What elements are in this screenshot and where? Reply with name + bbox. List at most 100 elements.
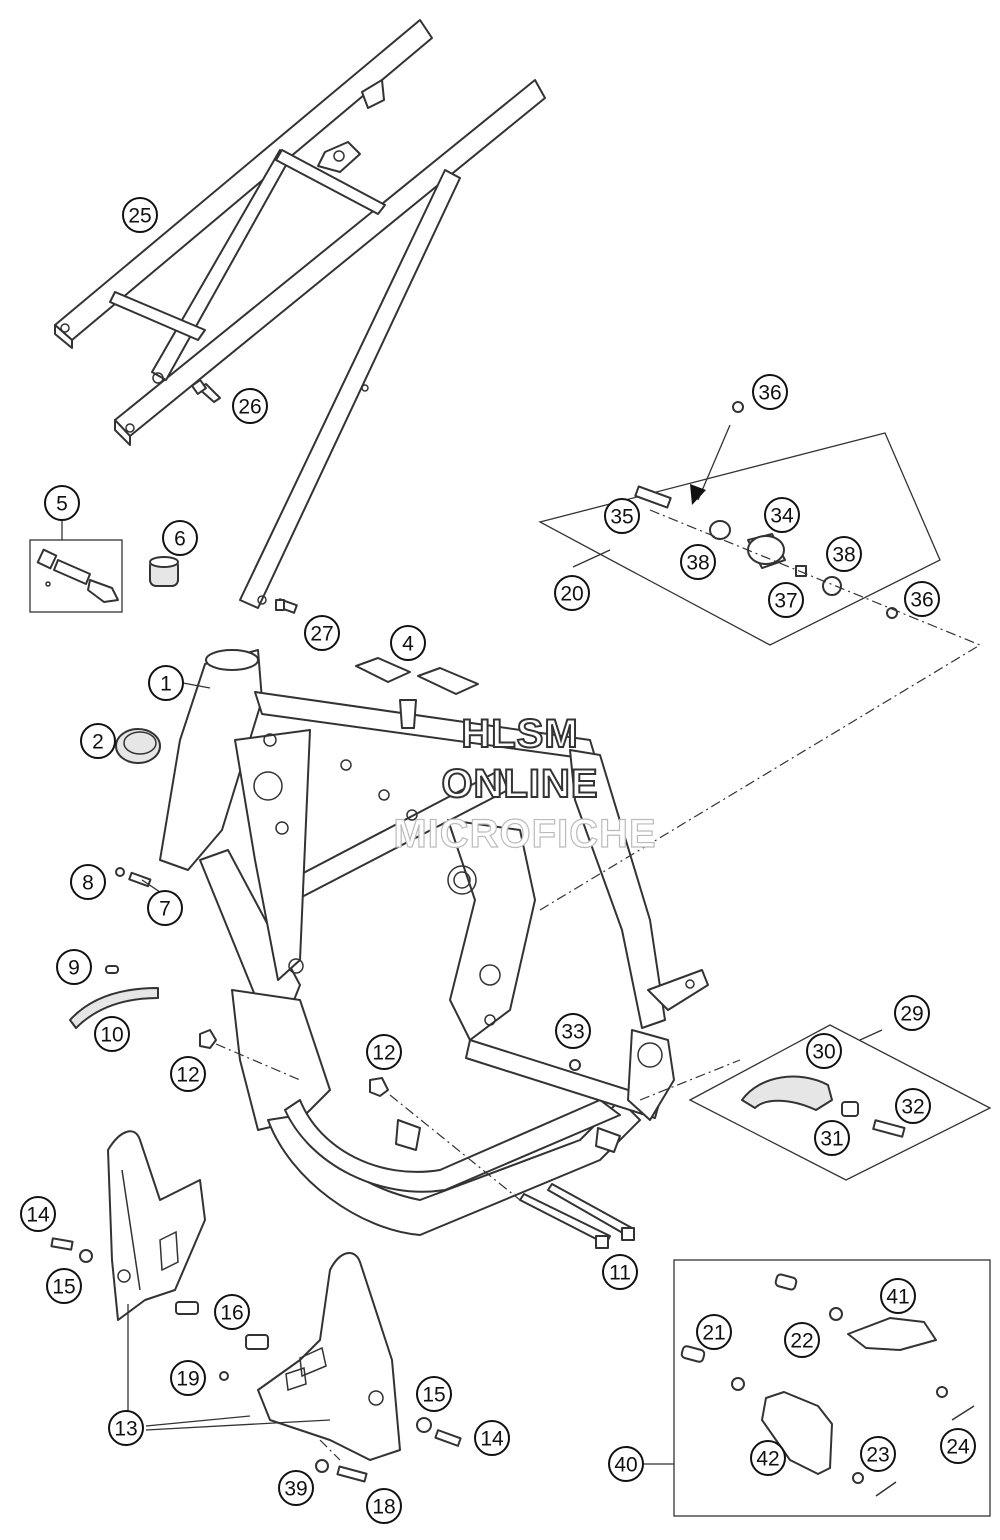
callout-5: 5 — [44, 485, 80, 521]
callout-circle — [147, 890, 183, 926]
callout-11: 11 — [602, 1254, 638, 1290]
callout-circle — [826, 536, 862, 572]
callout-38: 38 — [826, 536, 862, 572]
callout-18: 18 — [366, 1488, 402, 1524]
callout-number: 6 — [174, 528, 186, 551]
washer-15-left — [79, 1249, 93, 1263]
callout-circle — [94, 1016, 130, 1052]
callout-36: 36 — [904, 581, 940, 617]
callout-number: 22 — [790, 1330, 813, 1353]
callout-number: 12 — [176, 1064, 199, 1087]
footrest-parts — [680, 1273, 975, 1497]
callout-circle — [904, 581, 940, 617]
callout-1: 1 — [148, 665, 184, 701]
callout-27: 27 — [304, 615, 340, 651]
nut-33 — [569, 1059, 581, 1071]
callout-32: 32 — [895, 1088, 931, 1124]
callout-number: 20 — [560, 583, 583, 606]
callout-circle — [70, 864, 106, 900]
callout-number: 38 — [832, 544, 855, 567]
clip-9 — [105, 965, 119, 974]
callout-31: 31 — [814, 1120, 850, 1156]
callout-29: 29 — [894, 995, 930, 1031]
washer-8 — [115, 867, 125, 877]
watermark-line3: MICROFICHE — [393, 811, 657, 856]
callout-circle — [474, 1420, 510, 1456]
bolt-14-left — [50, 1237, 74, 1251]
callout-number: 11 — [609, 1262, 631, 1285]
callout-7: 7 — [147, 890, 183, 926]
callout-30: 30 — [806, 1033, 842, 1069]
callout-circle — [602, 1254, 638, 1290]
callout-35: 35 — [604, 498, 640, 534]
callout-33: 33 — [555, 1013, 591, 1049]
callout-number: 2 — [92, 731, 104, 754]
callout-26: 26 — [232, 388, 268, 424]
callout-number: 16 — [220, 1302, 243, 1325]
callout-circle — [214, 1294, 250, 1330]
callout-10: 10 — [94, 1016, 130, 1052]
callout-number: 36 — [758, 382, 781, 405]
bolt-18 — [336, 1465, 368, 1483]
arrow-36 — [697, 424, 731, 501]
callout-15: 15 — [46, 1268, 82, 1304]
callout-number: 7 — [159, 898, 171, 921]
decal-left — [355, 657, 411, 683]
callout-circle — [880, 1278, 916, 1314]
box-29 — [688, 1024, 992, 1181]
callout-circle — [608, 1446, 644, 1482]
callout-circle — [860, 1436, 896, 1472]
callout-circle — [366, 1488, 402, 1524]
callout-number: 34 — [770, 505, 794, 528]
callout-circle — [554, 575, 590, 611]
bolt-27 — [275, 598, 298, 614]
callout-circle — [604, 498, 640, 534]
callout-2: 2 — [80, 723, 116, 759]
callout-number: 29 — [900, 1003, 923, 1026]
callout-number: 38 — [686, 552, 709, 575]
callout-circle — [162, 520, 198, 556]
screw-19 — [219, 1371, 229, 1381]
callout-21: 21 — [696, 1314, 732, 1350]
callout-number: 12 — [372, 1042, 395, 1065]
callout-39: 39 — [278, 1470, 314, 1506]
callout-14: 14 — [20, 1196, 56, 1232]
callout-number: 27 — [310, 623, 333, 646]
callout-number: 8 — [82, 872, 94, 895]
callout-24: 24 — [940, 1428, 976, 1464]
callout-number: 9 — [68, 957, 80, 980]
callout-number: 23 — [866, 1444, 889, 1467]
callout-number: 26 — [238, 396, 261, 419]
bolt-14-right — [434, 1429, 462, 1447]
callout-circle — [750, 1440, 786, 1476]
callout-circle — [278, 1470, 314, 1506]
callout-number: 33 — [561, 1021, 584, 1044]
callout-42: 42 — [750, 1440, 786, 1476]
callout-number: 10 — [100, 1024, 123, 1047]
washer-39 — [315, 1459, 329, 1473]
callout-13: 13 — [108, 1410, 144, 1446]
callout-circle — [148, 665, 184, 701]
callout-number: 15 — [422, 1384, 445, 1407]
callout-number: 25 — [128, 205, 151, 228]
callout-37: 37 — [768, 582, 804, 618]
callout-number: 1 — [160, 673, 172, 696]
callout-number: 5 — [56, 493, 68, 516]
callout-8: 8 — [70, 864, 106, 900]
callout-circle — [108, 1410, 144, 1446]
callout-number: 14 — [480, 1428, 504, 1451]
callout-circle — [366, 1034, 402, 1070]
callout-circle — [696, 1314, 732, 1350]
ignition-switch — [36, 548, 119, 603]
frame-guard-left — [107, 1130, 206, 1321]
callout-circle — [806, 1033, 842, 1069]
main-frame — [159, 649, 709, 1236]
arrow-head — [690, 484, 706, 505]
callout-circle — [752, 374, 788, 410]
callout-6: 6 — [162, 520, 198, 556]
bolt-26 — [191, 379, 221, 403]
spacer-16b — [245, 1334, 269, 1350]
callout-number: 30 — [812, 1041, 835, 1064]
box-20 — [538, 432, 941, 646]
